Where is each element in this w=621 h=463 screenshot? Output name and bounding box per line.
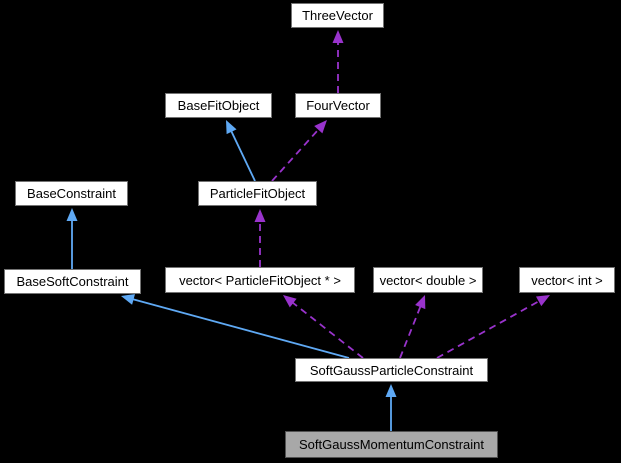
arrowhead-soft-gauss-particle-constraint-to-vector-double <box>415 295 426 310</box>
node-vector-int[interactable]: vector< int > <box>519 267 615 293</box>
node-particle-fit-object[interactable]: ParticleFitObject <box>198 181 317 206</box>
node-three-vector[interactable]: ThreeVector <box>291 3 384 28</box>
node-base-soft-constraint[interactable]: BaseSoftConstraint <box>4 269 141 294</box>
arrowhead-particle-fit-object-to-four-vector <box>314 120 327 134</box>
arrowhead-vector-particle-fit-object-ptr-to-particle-fit-object <box>254 209 266 222</box>
edge-soft-gauss-particle-constraint-to-vector-particle-fit-object-ptr <box>291 301 364 359</box>
edge-soft-gauss-particle-constraint-to-vector-int <box>436 299 541 359</box>
arrowhead-soft-gauss-particle-constraint-to-vector-particle-fit-object-ptr <box>283 295 297 308</box>
arrowhead-particle-fit-object-to-base-fit-object <box>226 120 237 135</box>
node-vector-double[interactable]: vector< double > <box>373 267 483 293</box>
arrowhead-soft-gauss-particle-constraint-to-base-soft-constraint <box>121 294 135 305</box>
edge-soft-gauss-particle-constraint-to-base-soft-constraint <box>131 298 350 359</box>
arrowhead-base-soft-constraint-to-base-constraint <box>66 208 78 221</box>
arrowhead-soft-gauss-momentum-constraint-to-soft-gauss-particle-constraint <box>385 384 397 397</box>
arrowhead-soft-gauss-particle-constraint-to-vector-int <box>535 295 550 307</box>
node-soft-gauss-momentum-constraint[interactable]: SoftGaussMomentumConstraint <box>285 431 498 458</box>
edge-particle-fit-object-to-base-fit-object <box>229 129 256 182</box>
arrowhead-four-vector-to-three-vector <box>332 30 344 43</box>
node-base-constraint[interactable]: BaseConstraint <box>15 181 128 206</box>
node-vector-particle-fit-object-ptr[interactable]: vector< ParticleFitObject * > <box>165 267 355 293</box>
edge-particle-fit-object-to-four-vector <box>271 127 321 182</box>
node-soft-gauss-particle-constraint[interactable]: SoftGaussParticleConstraint <box>295 358 488 382</box>
node-four-vector[interactable]: FourVector <box>295 93 381 118</box>
node-base-fit-object[interactable]: BaseFitObject <box>165 93 272 118</box>
edge-soft-gauss-particle-constraint-to-vector-double <box>399 304 422 359</box>
